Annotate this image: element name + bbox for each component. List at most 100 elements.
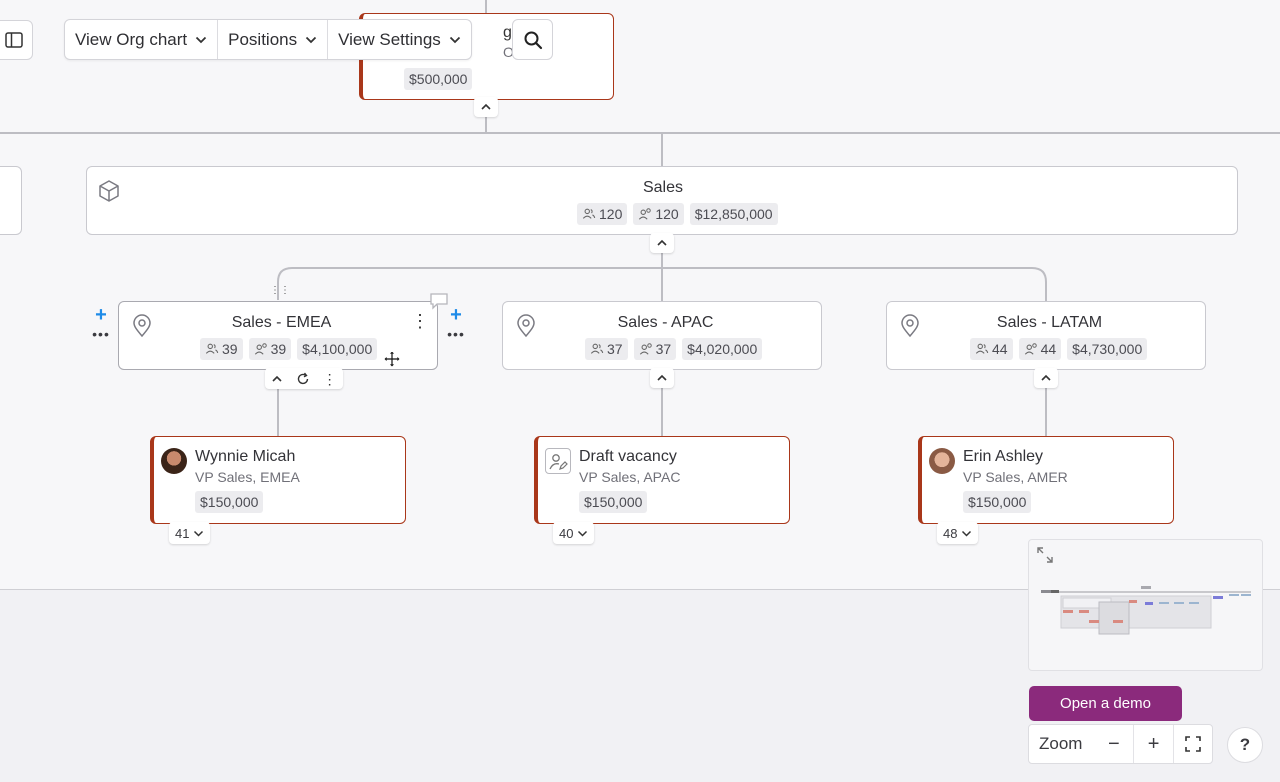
zoom-out-button[interactable]: − [1094, 725, 1133, 763]
chevron-up-icon [1041, 374, 1051, 381]
region-title-latam: Sales - LATAM [996, 314, 1103, 331]
sidebar-icon [4, 32, 23, 48]
vacancy-placeholder-avatar [545, 448, 571, 474]
emea-positions-count: 39 [248, 338, 292, 360]
chevron-up-icon [657, 239, 667, 246]
help-button[interactable]: ? [1227, 727, 1263, 763]
apac-budget: $4,020,000 [682, 338, 763, 360]
top-card-budget: $500,000 [404, 68, 473, 90]
refresh-icon[interactable] [296, 372, 310, 386]
latam-members-value: 44 [992, 341, 1008, 357]
view-settings-dropdown[interactable]: View Settings [328, 20, 471, 59]
location-pin-icon [133, 314, 151, 338]
region-title-apac: Sales - APAC [617, 314, 714, 331]
chevron-down-icon [578, 530, 588, 537]
expand-reports-button[interactable]: 48 [937, 522, 979, 544]
drag-handle[interactable]: ⋮⋮ [270, 285, 290, 296]
minimap-preview [1041, 586, 1251, 635]
region-card-latam[interactable]: Sales - LATAM 44 44 $4,730,000 [886, 301, 1206, 370]
zoom-label: Zoom [1039, 734, 1083, 753]
latam-collapse-button[interactable] [1034, 368, 1058, 388]
move-cursor-icon [383, 350, 401, 368]
latam-budget: $4,730,000 [1067, 338, 1148, 360]
expand-reports-button[interactable]: 41 [169, 522, 211, 544]
sales-department-card[interactable]: Sales 120 120 $12,850,000 [86, 166, 1238, 235]
sales-positions-value: 120 [655, 206, 679, 222]
latam-positions-count: 44 [1018, 338, 1062, 360]
person-position-icon [639, 208, 652, 220]
positions-label: Positions [228, 29, 298, 49]
add-right-button[interactable]: + [450, 304, 462, 326]
expand-reports-button[interactable]: 40 [553, 522, 595, 544]
cube-icon [99, 180, 119, 202]
chevron-up-icon [657, 374, 667, 381]
sidebar-toggle-button[interactable] [0, 20, 33, 60]
view-org-chart-label: View Org chart [75, 29, 188, 49]
emea-node-actions: ⋮ [265, 368, 343, 389]
apac-positions-count: 37 [633, 338, 677, 360]
person-position-icon [1024, 343, 1037, 355]
view-settings-label: View Settings [338, 29, 441, 49]
reports-count: 41 [175, 525, 190, 541]
person-name: Erin Ashley [963, 448, 1044, 465]
minimap[interactable] [1028, 539, 1263, 671]
person-position-icon [639, 343, 652, 355]
chevron-up-icon[interactable] [271, 375, 283, 383]
person-salary: $150,000 [579, 491, 648, 513]
zoom-controls: Zoom − + [1028, 724, 1213, 764]
latam-members-count: 44 [970, 338, 1013, 360]
minus-icon: − [1107, 732, 1120, 755]
region-card-emea[interactable]: Sales - EMEA ⋮ 39 39 $4,100,000 [118, 301, 438, 370]
person-card-wynnie[interactable]: Wynnie Micah VP Sales, EMEA $150,000 [150, 436, 406, 524]
chevron-down-icon [195, 36, 207, 43]
region-menu-button[interactable]: ⋮ [411, 311, 429, 331]
person-card-erin[interactable]: Erin Ashley VP Sales, AMER $150,000 [918, 436, 1174, 524]
region-card-apac[interactable]: Sales - APAC 37 37 $4,020,000 [502, 301, 822, 370]
zoom-in-button[interactable]: + [1133, 725, 1172, 763]
person-name: Wynnie Micah [195, 448, 296, 465]
expand-icon[interactable] [1036, 546, 1054, 564]
top-card-collapse-button[interactable] [474, 97, 498, 117]
person-name: Draft vacancy [579, 448, 677, 465]
person-role: VP Sales, EMEA [195, 469, 300, 485]
people-icon [205, 343, 219, 354]
person-salary: $150,000 [195, 491, 264, 513]
region-title-emea: Sales - EMEA [231, 314, 332, 331]
sales-collapse-button[interactable] [650, 233, 674, 253]
search-button[interactable] [512, 19, 553, 60]
reports-count: 40 [559, 525, 574, 541]
sales-title: Sales [642, 179, 684, 196]
view-org-chart-dropdown[interactable]: View Org chart [65, 20, 219, 59]
fit-to-screen-button[interactable] [1172, 725, 1212, 763]
avatar [161, 448, 187, 474]
emea-members-value: 39 [222, 341, 238, 357]
person-edit-icon [549, 454, 568, 470]
apac-collapse-button[interactable] [650, 368, 674, 388]
apac-members-count: 37 [585, 338, 628, 360]
sales-budget: $12,850,000 [689, 203, 778, 225]
chevron-up-icon [481, 103, 491, 110]
emea-budget: $4,100,000 [297, 338, 378, 360]
chart-toolbar: View Org chart Positions View Settings [64, 19, 472, 60]
clipped-department-card[interactable] [0, 166, 22, 235]
chevron-down-icon [194, 530, 204, 537]
sales-members-value: 120 [599, 206, 623, 222]
chevron-down-icon [449, 36, 460, 43]
add-left-button[interactable]: + [95, 304, 107, 326]
latam-positions-value: 44 [1040, 341, 1057, 357]
reports-count: 48 [943, 525, 958, 541]
person-salary: $150,000 [963, 491, 1032, 513]
positions-dropdown[interactable]: Positions [218, 20, 329, 59]
sales-members-count: 120 [577, 203, 628, 225]
person-role: VP Sales, AMER [963, 469, 1068, 485]
connector-lines [0, 0, 1280, 437]
open-demo-button[interactable]: Open a demo [1029, 686, 1182, 721]
chevron-down-icon [962, 530, 972, 537]
more-left-button[interactable]: ••• [92, 326, 110, 342]
apac-positions-value: 37 [655, 341, 672, 357]
more-right-button[interactable]: ••• [447, 326, 465, 342]
more-vertical-icon[interactable]: ⋮ [322, 370, 337, 387]
person-card-draft-vacancy[interactable]: Draft vacancy VP Sales, APAC $150,000 [534, 436, 790, 524]
comment-icon[interactable] [429, 292, 449, 310]
